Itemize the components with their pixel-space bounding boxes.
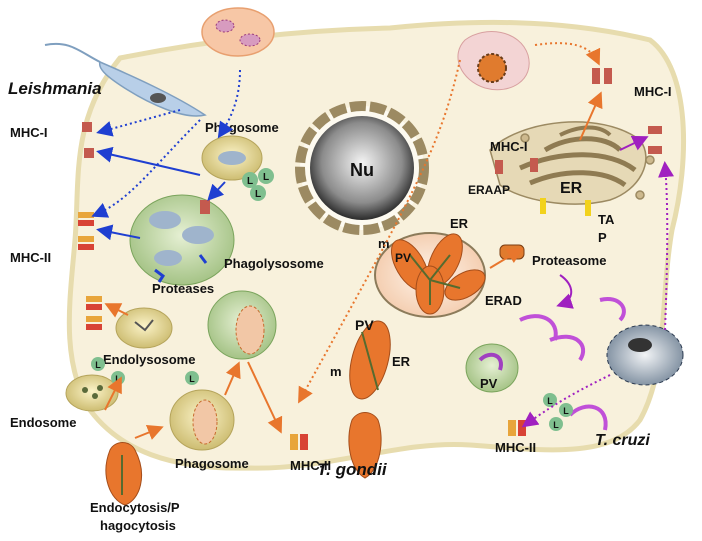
lysosome-cluster-right: L L L	[543, 393, 573, 431]
tgondii-parasite-entering	[105, 442, 143, 506]
phagosome-bottom: L	[169, 371, 235, 451]
lysosome-label: L	[95, 360, 101, 370]
mhc1-right-label: MHC-I	[634, 84, 672, 99]
top-infected-cell	[201, 7, 275, 57]
er-bottom-label: ER	[392, 354, 411, 369]
pv-bottom-label: PV	[355, 317, 374, 333]
tcruzi-trypomastigote-cell	[606, 324, 684, 386]
endocytosis-label-line1: Endocytosis/P	[90, 500, 180, 515]
lysosome-label: L	[553, 420, 559, 430]
lysosome-label: L	[255, 189, 261, 200]
tap-label-line2: P	[598, 230, 607, 245]
phagosome-top-label: Phagosome	[205, 120, 279, 135]
mhc2-bottom-center-label: MHC-II	[290, 458, 331, 473]
pv-vacuole-label: PV	[395, 251, 411, 265]
tcruzi-pv	[465, 343, 519, 393]
phagolysosome-label: Phagolysosome	[224, 256, 324, 271]
phagosome-top	[201, 135, 263, 181]
proteasome-label: Proteasome	[532, 253, 606, 268]
endosome-label: Endosome	[10, 415, 76, 430]
mhc1-left-pair	[82, 122, 94, 158]
m-vacuole-label: m	[378, 236, 390, 251]
mhc1-right-side	[648, 126, 662, 154]
tcruzi-label: T. cruzi	[595, 432, 650, 449]
lysosome-cluster-top: L L L	[242, 168, 274, 201]
endolysosome-label: Endolysosome	[103, 352, 195, 367]
mhc1-er-label: MHC-I	[490, 139, 528, 154]
tgondii-label: T. gondii	[317, 460, 388, 479]
tap-transporter	[540, 198, 591, 216]
tgondii-vacuole-rosette	[374, 232, 486, 318]
mhc2-bottom-right	[508, 420, 526, 436]
endolysosome	[115, 307, 173, 349]
lysosome-label: L	[547, 396, 553, 406]
mhc1-er	[495, 158, 538, 174]
lysosome-label: L	[263, 172, 269, 183]
tgondii-single-pv	[348, 320, 391, 479]
mhc2-bottom-center	[290, 434, 308, 450]
phagolysosome-tgondii	[207, 290, 277, 360]
mhc1-left-label: MHC-I	[10, 125, 48, 140]
endosome	[65, 374, 119, 412]
proteases-label: Proteases	[152, 281, 214, 296]
tap-label-line1: TA	[598, 212, 615, 227]
orange-arrows	[104, 42, 603, 440]
phagolysosome-large	[129, 194, 235, 286]
mhc2-left-pair	[78, 212, 102, 330]
lysosome-label: L	[189, 374, 195, 384]
lysosome-label: L	[247, 176, 253, 187]
nucleus-label: Nu	[350, 160, 374, 180]
lysosome-label: L	[563, 406, 569, 416]
endocytosis-label-line2: hagocytosis	[100, 518, 176, 533]
blue-arrows	[91, 69, 241, 241]
pv-cruzi-label: PV	[480, 376, 498, 391]
top-pink-cell	[457, 31, 530, 91]
endoplasmic-reticulum	[489, 121, 655, 205]
leishmania-label: Leishmania	[8, 79, 102, 98]
er-vacuole-label: ER	[450, 216, 469, 231]
leishmania-parasite	[44, 42, 207, 117]
mhc2-left-label: MHC-II	[10, 250, 51, 265]
eraap-label: ERAAP	[468, 183, 510, 197]
tcruzi-amastigotes	[519, 297, 626, 431]
erad-label: ERAD	[485, 293, 522, 308]
mhc2-bottom-right-label: MHC-II	[495, 440, 536, 455]
mhc1-right-top	[592, 68, 612, 84]
phagosome-bottom-label: Phagosome	[175, 456, 249, 471]
purple-arrows	[521, 135, 674, 428]
proteasome	[499, 244, 525, 260]
m-bottom-label: m	[330, 364, 342, 379]
er-label: ER	[560, 180, 583, 197]
nucleus: Nu	[295, 101, 429, 235]
